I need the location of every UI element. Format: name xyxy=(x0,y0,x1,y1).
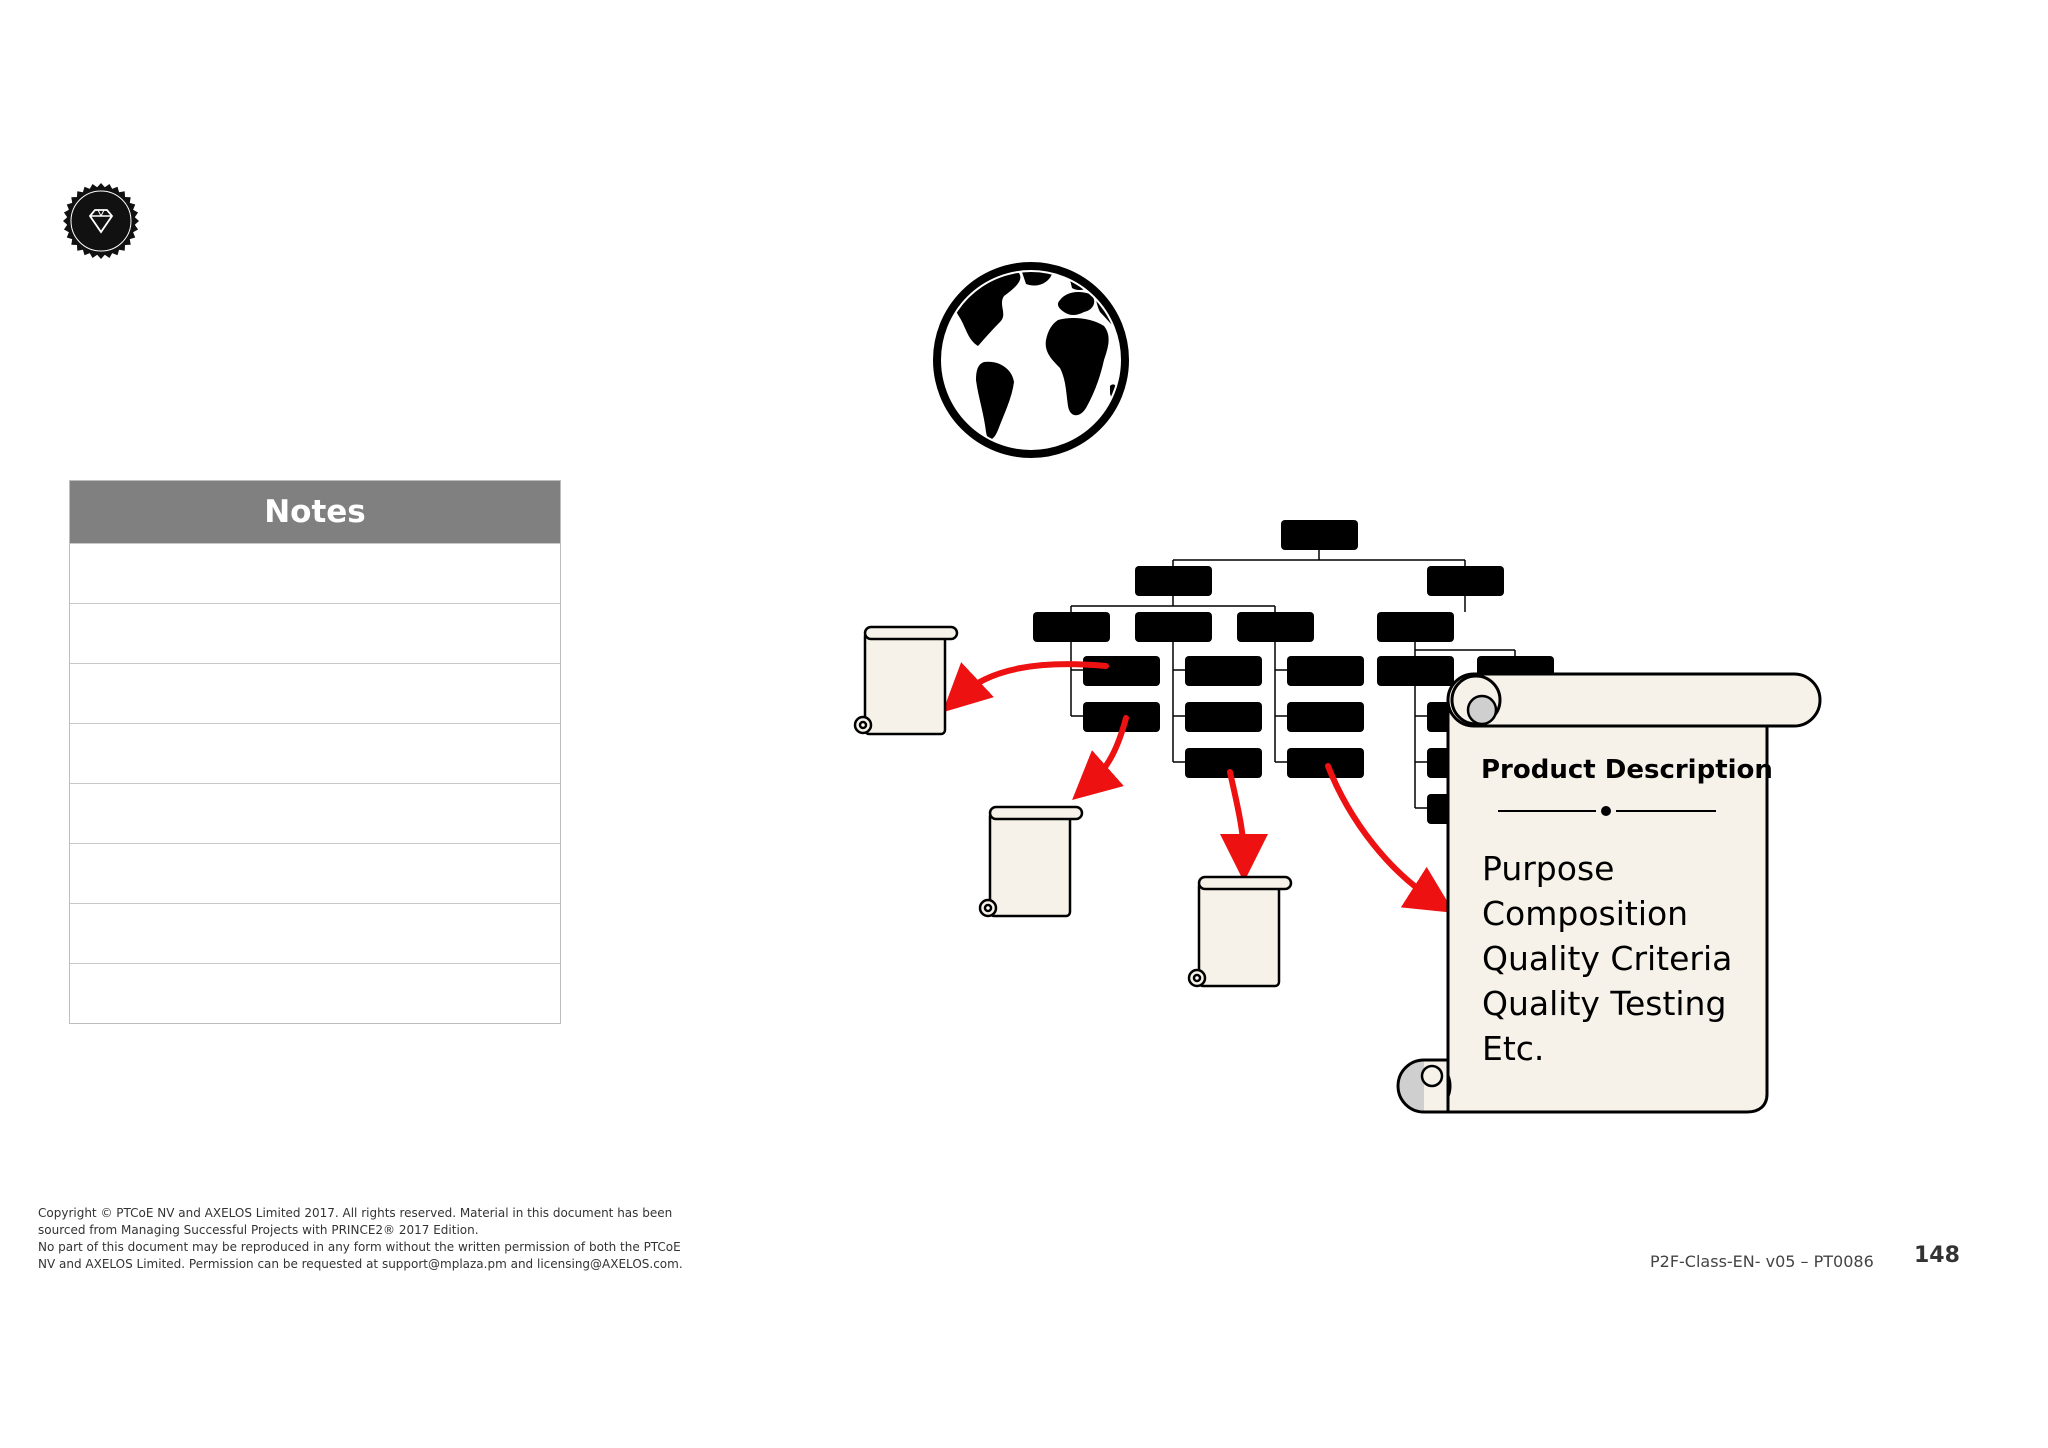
ptcoe-badge-logo xyxy=(62,182,140,260)
tree-box xyxy=(1083,702,1160,732)
notes-line[interactable] xyxy=(70,603,560,663)
small-scroll-3 xyxy=(1187,875,1293,988)
copyright-line: Copyright © PTCoE NV and AXELOS Limited … xyxy=(38,1206,673,1220)
copyright-line: sourced from Managing Successful Project… xyxy=(38,1223,479,1237)
copyright-line: NV and AXELOS Limited. Permission can be… xyxy=(38,1257,683,1271)
tree-box xyxy=(1427,566,1504,596)
diamond-icon xyxy=(88,209,114,234)
tree-box xyxy=(1281,520,1358,550)
tree-box xyxy=(1185,748,1262,778)
product-description-scroll: Product Description Purpose Composition … xyxy=(1396,672,1822,1114)
tree-box xyxy=(1287,748,1364,778)
copyright-line: No part of this document may be reproduc… xyxy=(38,1240,681,1254)
copyright-notice: Copyright © PTCoE NV and AXELOS Limited … xyxy=(38,1205,738,1273)
notes-line[interactable] xyxy=(70,543,560,603)
tree-box xyxy=(1135,612,1212,642)
pd-item: Purpose xyxy=(1482,849,1614,888)
tree-box xyxy=(1377,656,1454,686)
notes-line[interactable] xyxy=(70,723,560,783)
small-scroll-1 xyxy=(853,625,959,736)
notes-panel: Notes xyxy=(69,480,561,1024)
tree-box xyxy=(1083,656,1160,686)
tree-box xyxy=(1185,656,1262,686)
product-description-title: Product Description xyxy=(1481,755,1773,785)
document-code: P2F-Class-EN- v05 – PT0086 xyxy=(1650,1252,1874,1271)
notes-line[interactable] xyxy=(70,963,560,1023)
pd-item: Quality Testing xyxy=(1482,984,1726,1023)
page-number: 148 xyxy=(1914,1243,1960,1268)
red-arrow xyxy=(1325,763,1455,913)
notes-line[interactable] xyxy=(70,903,560,963)
tree-box xyxy=(1237,612,1314,642)
pd-item: Composition xyxy=(1482,894,1688,933)
notes-header: Notes xyxy=(70,481,560,543)
red-arrow xyxy=(1072,715,1129,800)
red-arrow xyxy=(1219,769,1268,882)
tree-box xyxy=(1377,612,1454,642)
notes-line[interactable] xyxy=(70,843,560,903)
red-arrows xyxy=(942,661,1455,913)
tree-box xyxy=(1033,612,1110,642)
tree-box xyxy=(1185,702,1262,732)
pd-item: Etc. xyxy=(1482,1029,1544,1068)
tree-box xyxy=(1287,702,1364,732)
red-arrow xyxy=(942,661,1109,713)
pd-item: Quality Criteria xyxy=(1482,939,1732,978)
notes-line[interactable] xyxy=(70,663,560,723)
tree-box xyxy=(1287,656,1364,686)
globe-icon xyxy=(933,262,1129,458)
tree-box xyxy=(1135,566,1212,596)
small-scroll-2 xyxy=(978,805,1084,918)
notes-line[interactable] xyxy=(70,783,560,843)
